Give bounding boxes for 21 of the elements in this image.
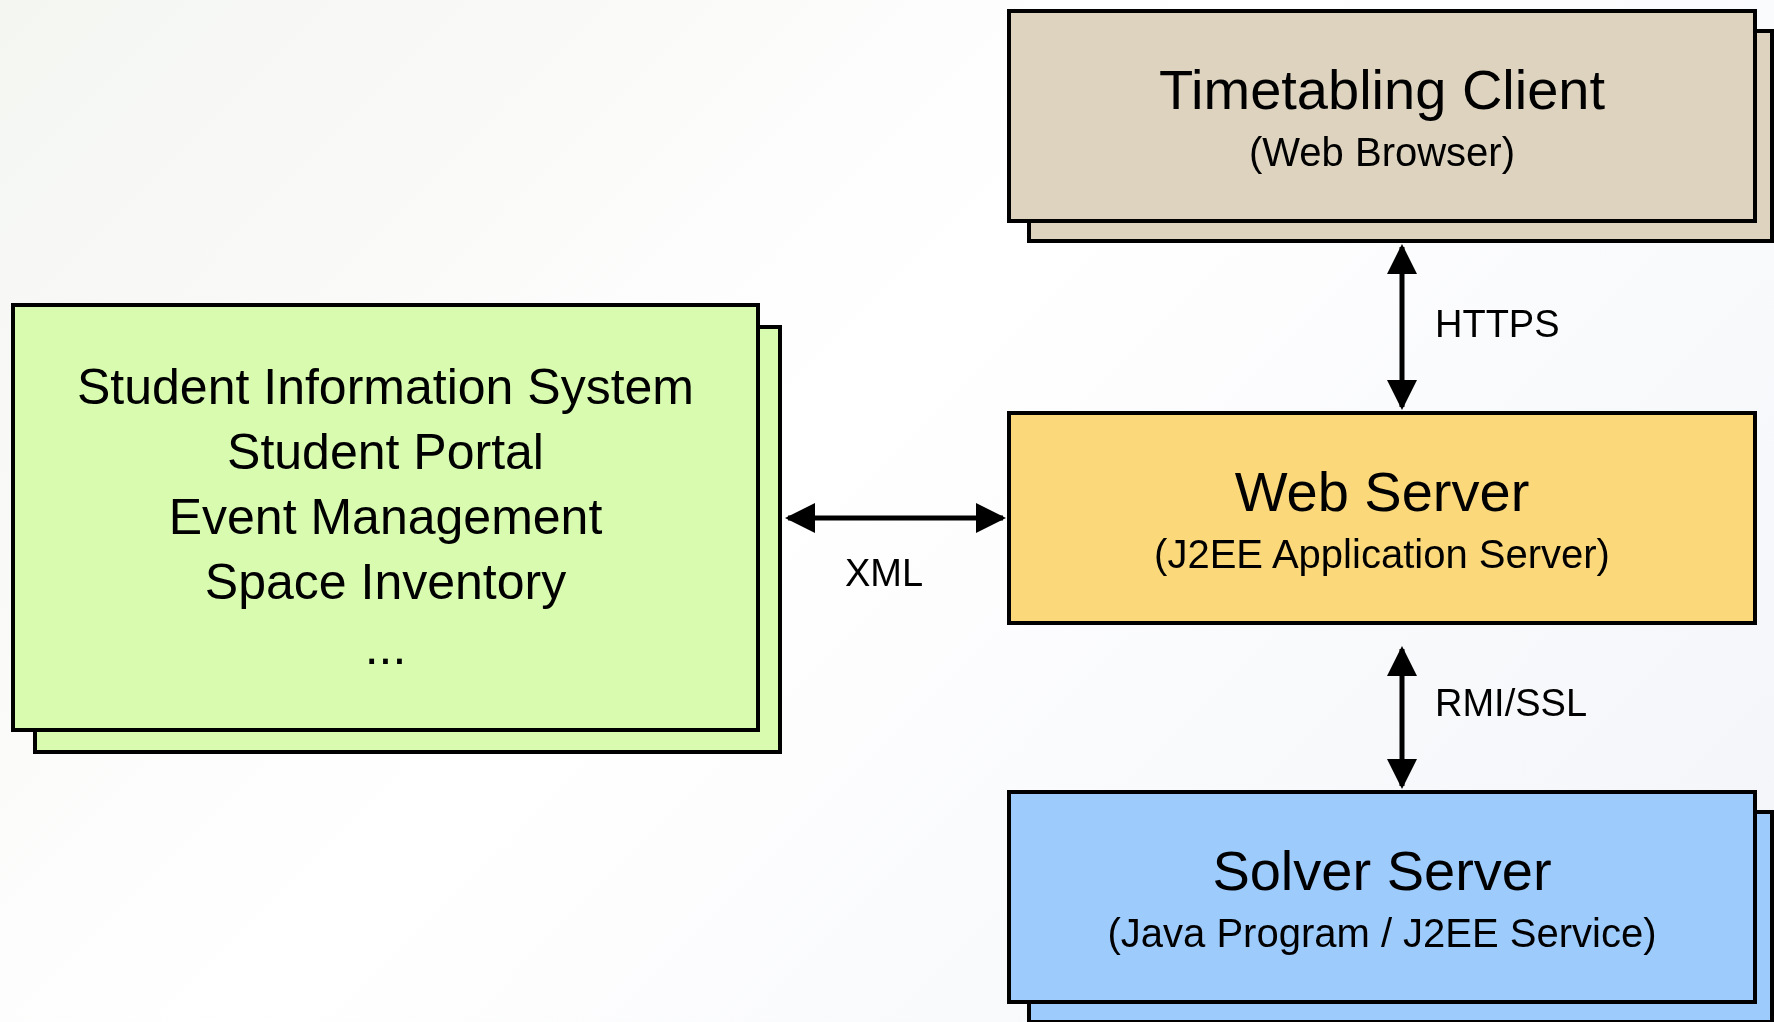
component-box <box>1007 790 1757 1004</box>
box-text: (Web Browser) <box>1249 129 1515 177</box>
box-text: Event Management <box>168 488 603 547</box>
box-title: Timetabling Client <box>1158 56 1606 123</box>
box-text: (Java Program / J2EE Service) <box>1107 910 1657 958</box>
box-text: (J2EE Application Server) <box>1154 531 1610 579</box>
box-title: Web Server <box>1234 458 1530 525</box>
component-box <box>1007 9 1757 223</box>
component-box <box>11 303 760 732</box>
double-arrow <box>1387 646 1417 789</box>
edge-label: RMI/SSL <box>1435 682 1588 725</box>
box-text: ... <box>364 618 407 677</box>
box-title: Solver Server <box>1212 837 1552 904</box>
box-text: Space Inventory <box>204 553 567 612</box>
box-title: Student Information System <box>77 358 694 417</box>
edge-label: XML <box>845 552 924 595</box>
double-arrow <box>1387 244 1417 410</box>
component-box <box>1007 411 1757 625</box>
double-arrow <box>785 503 1006 533</box>
edge-label: HTTPS <box>1435 303 1560 346</box>
box-text: Student Portal <box>227 423 544 482</box>
